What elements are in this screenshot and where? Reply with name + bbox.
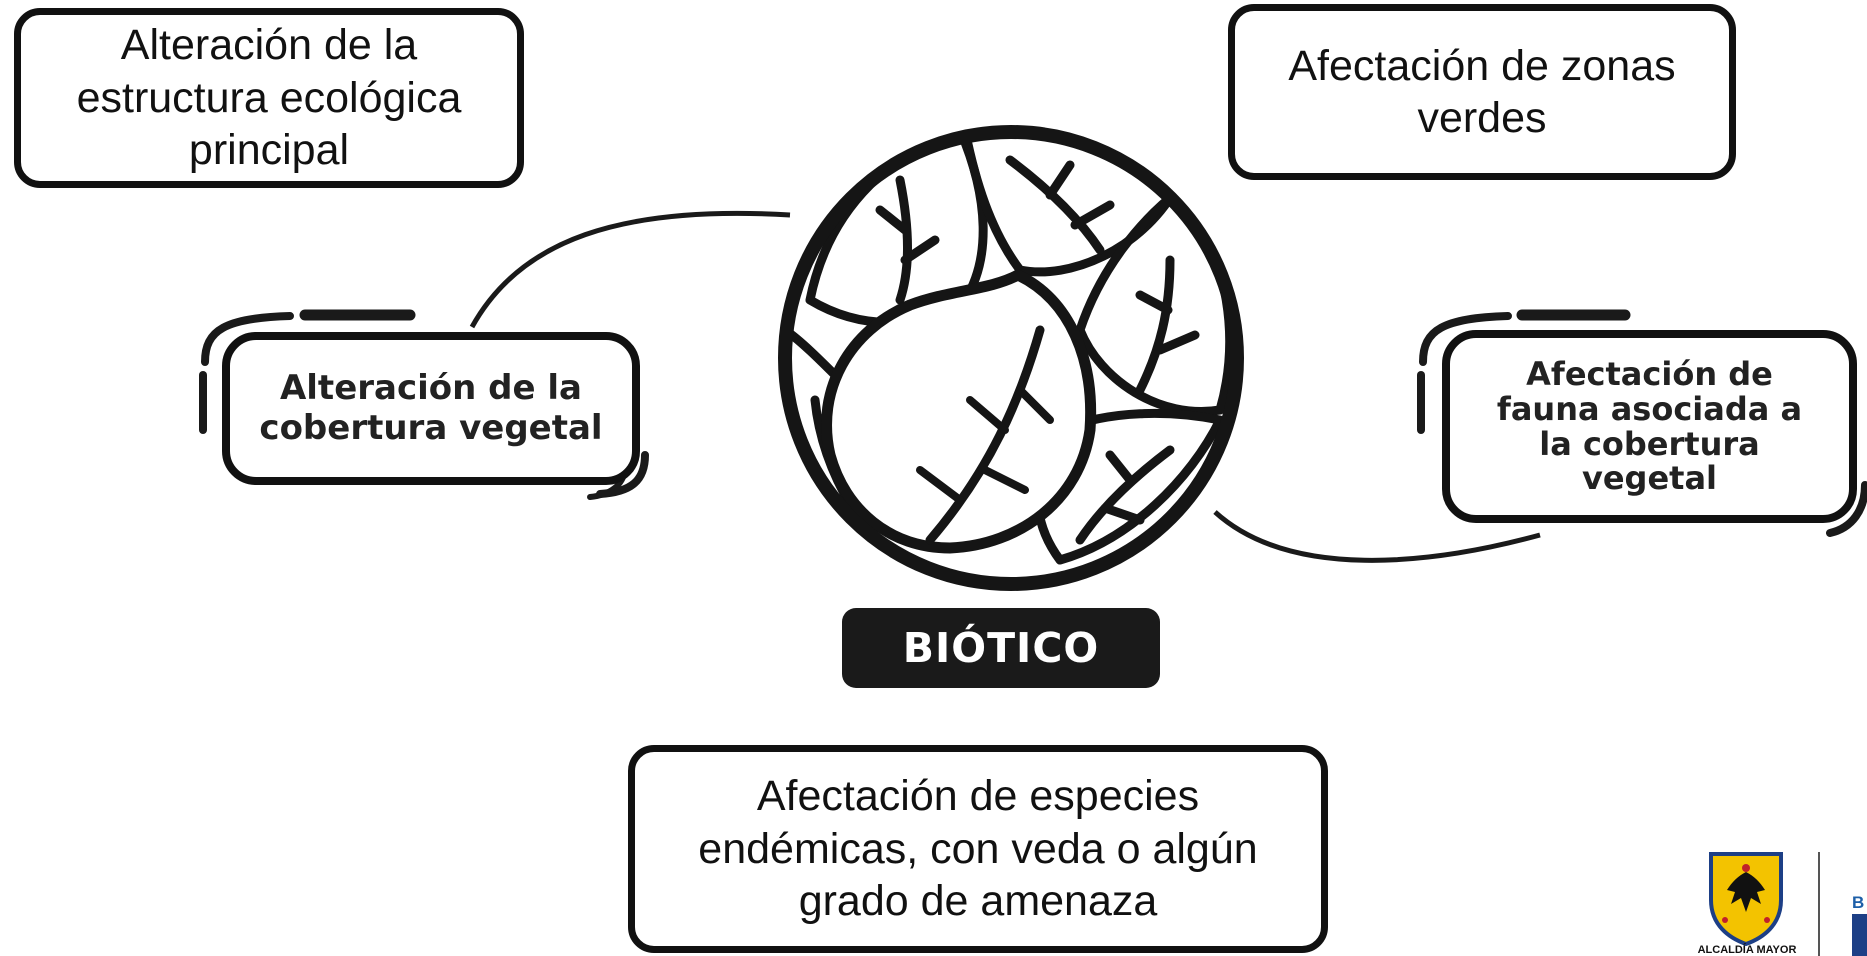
badge-left-line-1: Alteración de la (279, 368, 583, 409)
callout-top-left: Alteración de la estructura ecológica pr… (14, 8, 524, 188)
connector-right (1213, 510, 1541, 563)
badge-left-line-2: cobertura vegetal (259, 407, 603, 448)
badge-right-line-2: fauna asociada a (1496, 389, 1803, 428)
callout-top-left-text: Alteración de la estructura ecológica pr… (76, 21, 462, 175)
biotico-label: BIÓTICO (842, 608, 1160, 688)
badge-right: Afectación de fauna asociada a la cobert… (1442, 330, 1857, 523)
callout-bottom-text: Afectación de especies endémicas, con ve… (698, 772, 1258, 926)
connector-left (469, 210, 791, 329)
badge-right-line-3: la cobertura (1539, 424, 1760, 463)
logo-divider (1818, 852, 1820, 956)
leaf-globe-icon (778, 125, 1244, 591)
logo-caption: ALCALDÍA MAYOR (1697, 944, 1797, 956)
callout-top-right: Afectación de zonas verdes (1228, 4, 1736, 180)
partner-initial: B (1852, 893, 1865, 912)
badge-left: Alteración de la cobertura vegetal (222, 332, 640, 485)
badge-right-line-4: vegetal (1581, 459, 1717, 498)
callout-bottom: Afectación de especies endémicas, con ve… (628, 745, 1328, 953)
badge-right-line-1: Afectación de (1526, 355, 1773, 394)
bogota-coat-of-arms-icon (1709, 852, 1783, 946)
partner-logo-mark (1852, 914, 1867, 956)
callout-top-right-text: Afectación de zonas verdes (1288, 41, 1676, 142)
right-badge-accents (1417, 309, 1867, 537)
